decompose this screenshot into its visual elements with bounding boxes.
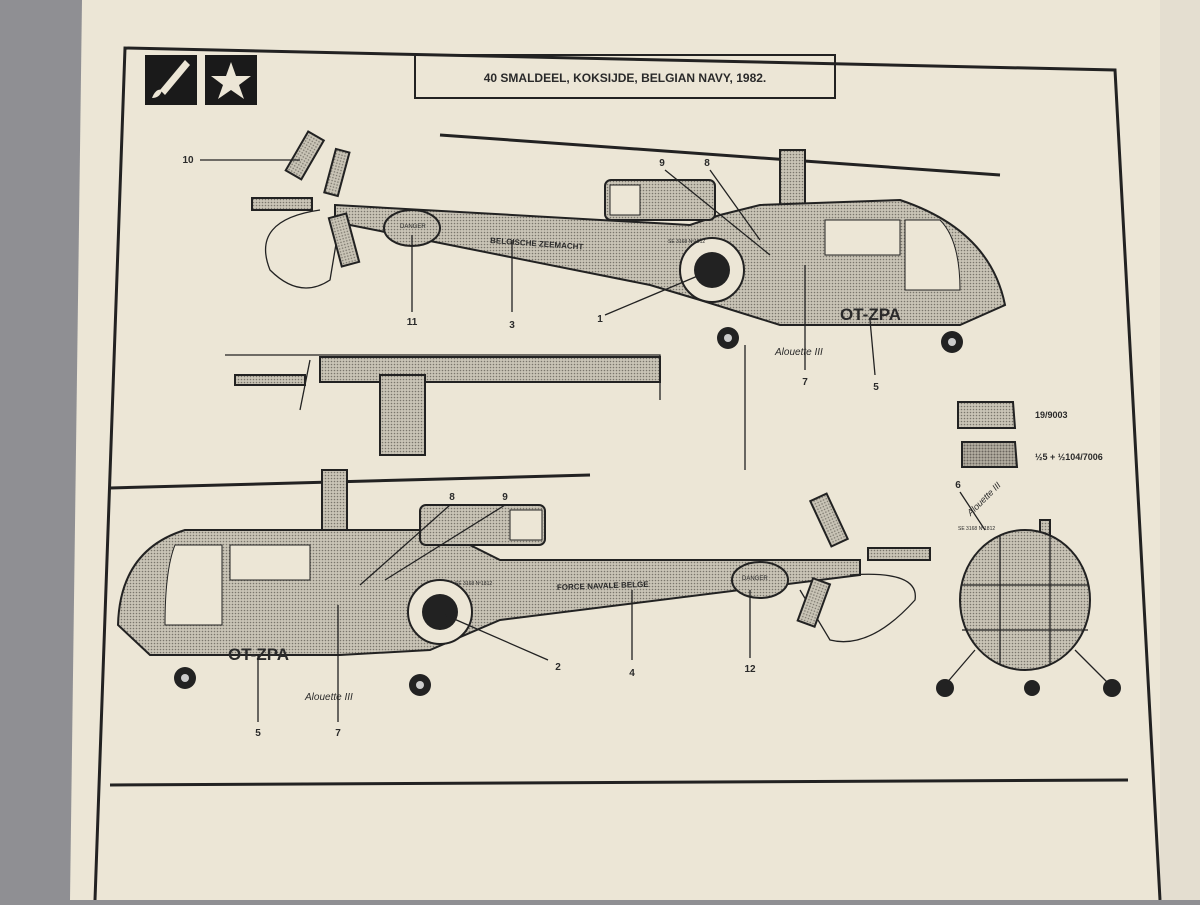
legend-swatch-1 [957,401,1017,429]
serial-top: SE 3168 Nº1812 [668,239,705,245]
brush-icon [145,55,197,105]
bottom-callouts: 8 9 2 4 12 5 7 [255,492,756,739]
callout-6: 6 [955,480,961,491]
callout-3: 3 [509,320,515,331]
callout-11: 11 [407,317,418,328]
star-icon [205,55,257,105]
registration-bottom: OT-ZPA [228,645,289,664]
logo-bottom: Alouette III [304,692,353,703]
callout-4: 4 [629,668,635,679]
danger-label-top: DANGER [400,224,426,230]
serial-front: SE 3168 Nº1812 [958,526,995,532]
danger-label-bottom: DANGER [742,576,768,582]
callout-7: 7 [802,377,808,388]
callout-8: 8 [704,158,710,169]
callout-9: 9 [659,158,665,169]
helicopter-top-view [225,345,746,470]
divider-line [109,778,1129,787]
serial-bottom: SE 3168 Nº1812 [455,581,492,587]
fuselage-text-bottom: FORCE NAVALE BELGE [557,580,650,592]
legend-code-1: 19/9003 [1035,410,1068,420]
page-frame [93,46,1162,901]
sheet-title: 40 SMALDEEL, KOKSIJDE, BELGIAN NAVY, 198… [484,71,767,85]
helicopter-side-view-right: BELGISCHE ZEEMACHT OT-ZPA DANGER SE 3168… [251,130,1007,358]
paper [70,0,1200,900]
callout-2: 2 [555,662,561,673]
registration-top: OT-ZPA [840,305,901,324]
title-box: 40 SMALDEEL, KOKSIJDE, BELGIAN NAVY, 198… [414,54,836,99]
legend-swatch-2 [961,441,1019,468]
callout-1: 1 [597,314,603,325]
logo-top: Alouette III [774,347,823,358]
top-callouts: 10 9 8 11 3 1 7 5 [182,155,879,393]
callout-12: 12 [744,664,756,675]
color-legend: 19/9003 ½5 + ½104/7006 [957,401,1103,468]
callout-9: 9 [502,492,508,503]
legend-code-2: ½5 + ½104/7006 [1035,452,1103,462]
callout-7: 7 [335,728,341,739]
callout-10: 10 [182,155,194,166]
helicopter-side-view-left: FORCE NAVALE BELGE OT-ZPA DANGER SE 3168… [109,469,931,703]
callout-5: 5 [255,728,261,739]
callout-5: 5 [873,382,879,393]
callout-8: 8 [449,492,455,503]
